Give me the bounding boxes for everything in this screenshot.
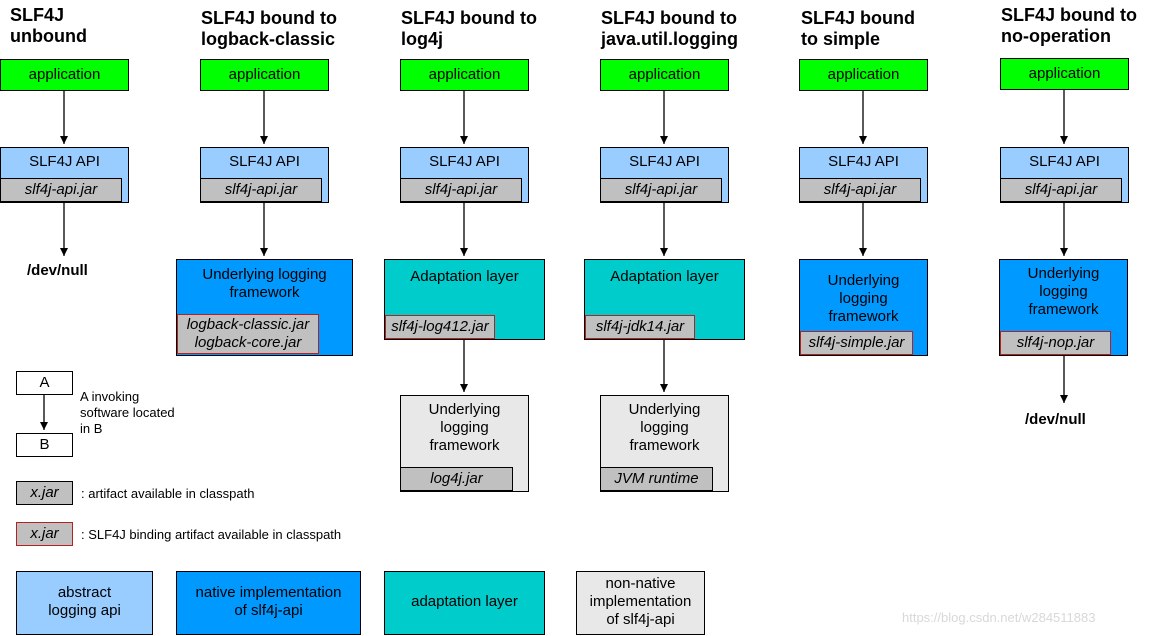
slf4j-api-label: SLF4J API <box>1029 153 1100 170</box>
binding-jar: slf4j-nop.jar <box>1000 331 1111 355</box>
legend-jar-text: : artifact available in classpath <box>81 486 255 501</box>
binding-jar: logback-classic.jar logback-core.jar <box>177 314 319 354</box>
dev-null-label: /dev/null <box>1025 411 1086 428</box>
legend-abstract-api: abstract logging api <box>16 571 153 635</box>
slf4j-api-label: SLF4J API <box>229 153 300 170</box>
title-jul: SLF4J bound to java.util.logging <box>601 8 739 49</box>
binding-jar: slf4j-log412.jar <box>385 315 495 339</box>
legend-native-impl: native implementation of slf4j-api <box>176 571 361 635</box>
api-jar: slf4j-api.jar <box>400 178 522 202</box>
adaptation-label: Adaptation layer <box>410 268 519 285</box>
api-jar: slf4j-api.jar <box>0 178 122 202</box>
legend-abstract-api-label: abstract logging api <box>48 584 121 619</box>
api-jar: slf4j-api.jar <box>200 178 322 202</box>
legend-non-native: non-native implementation of slf4j-api <box>576 571 705 635</box>
legend-box-b: B <box>16 433 73 457</box>
framework-jar: JVM runtime <box>600 467 713 491</box>
title-nop: SLF4J bound to no-operation <box>1001 5 1137 46</box>
application-box: application <box>799 59 928 91</box>
application-box: application <box>1000 58 1129 90</box>
legend-binding-sample: x.jar <box>16 522 73 546</box>
framework-label: Underlying logging framework <box>628 401 701 454</box>
application-box: application <box>0 59 129 91</box>
binding-jar: slf4j-jdk14.jar <box>585 315 695 339</box>
slf4j-api-label: SLF4J API <box>629 153 700 170</box>
legend-binding-text: : SLF4J binding artifact available in cl… <box>81 527 342 542</box>
legend-box-a: A <box>16 371 73 395</box>
application-box: application <box>600 59 729 91</box>
adaptation-label: Adaptation layer <box>610 268 719 285</box>
title-simple: SLF4J bound to simple <box>801 8 915 49</box>
slf4j-api-label: SLF4J API <box>828 153 899 170</box>
title-unbound: SLF4J unbound <box>10 5 87 46</box>
legend-adaptation-label: adaptation layer <box>411 593 518 610</box>
legend-native-impl-label: native implementation of slf4j-api <box>195 584 342 619</box>
legend-adaptation: adaptation layer <box>384 571 545 635</box>
api-jar: slf4j-api.jar <box>799 178 921 202</box>
legend-invoke-text: A invoking software located in B <box>80 389 175 436</box>
application-box: application <box>400 59 529 91</box>
framework-label: Underlying logging framework <box>1027 265 1100 318</box>
api-jar: slf4j-api.jar <box>600 178 722 202</box>
api-jar: slf4j-api.jar <box>1000 178 1122 202</box>
title-log4j: SLF4J bound to log4j <box>401 8 537 49</box>
dev-null-label: /dev/null <box>27 262 88 279</box>
binding-jar: slf4j-simple.jar <box>800 331 913 355</box>
framework-label: Underlying logging framework <box>428 401 501 454</box>
framework-label: Underlying logging framework <box>202 266 327 301</box>
framework-label: Underlying logging framework <box>827 272 900 325</box>
legend-non-native-label: non-native implementation of slf4j-api <box>589 575 692 628</box>
legend-jar-sample: x.jar <box>16 481 73 505</box>
application-box: application <box>200 59 329 91</box>
slf4j-api-label: SLF4J API <box>29 153 100 170</box>
watermark: https://blog.csdn.net/w284511883 <box>902 610 1096 625</box>
framework-jar: log4j.jar <box>400 467 513 491</box>
slf4j-api-label: SLF4J API <box>429 153 500 170</box>
title-logback: SLF4J bound to logback-classic <box>201 8 337 49</box>
